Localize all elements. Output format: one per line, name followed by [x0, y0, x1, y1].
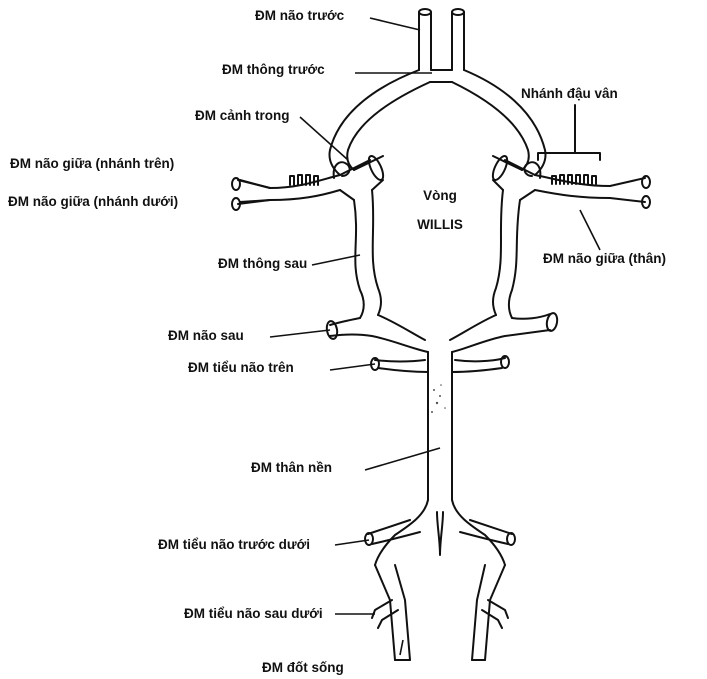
center-title-line1: Vòng [395, 188, 485, 204]
label-aica: ĐM tiểu não trước dưới [158, 537, 310, 553]
label-posterior-communicating: ĐM thông sau [218, 256, 307, 272]
basilar-speckle [431, 384, 446, 413]
superior-cerebellar-arteries [371, 356, 509, 372]
label-basilar: ĐM thân nền [251, 460, 332, 476]
anterior-cerebral-arteries [419, 9, 464, 70]
label-mca-inferior-branch: ĐM não giữa (nhánh dưới) [8, 194, 178, 210]
label-mca-trunk: ĐM não giữa (thân) [543, 251, 666, 267]
label-pica: ĐM tiểu não sau dưới [184, 606, 323, 622]
label-anterior-communicating: ĐM thông trước [222, 62, 325, 78]
label-lenticulostriate-branches: Nhánh đậu vân [521, 86, 618, 102]
label-mca-superior-branch: ĐM não giữa (nhánh trên) [10, 156, 174, 172]
leader-lines [270, 18, 600, 655]
vertebral-arteries [372, 565, 508, 660]
posterior-cerebral-arteries [326, 312, 559, 352]
label-vertebral: ĐM đốt sống [262, 660, 344, 676]
label-superior-cerebellar: ĐM tiểu não trên [188, 360, 294, 376]
label-posterior-cerebral: ĐM não sau [168, 328, 244, 344]
basilar-artery [375, 352, 505, 565]
label-anterior-cerebral: ĐM não trước [255, 8, 344, 24]
center-title-line2: WILLIS [395, 217, 485, 233]
label-internal-carotid: ĐM cảnh trong [195, 108, 290, 124]
